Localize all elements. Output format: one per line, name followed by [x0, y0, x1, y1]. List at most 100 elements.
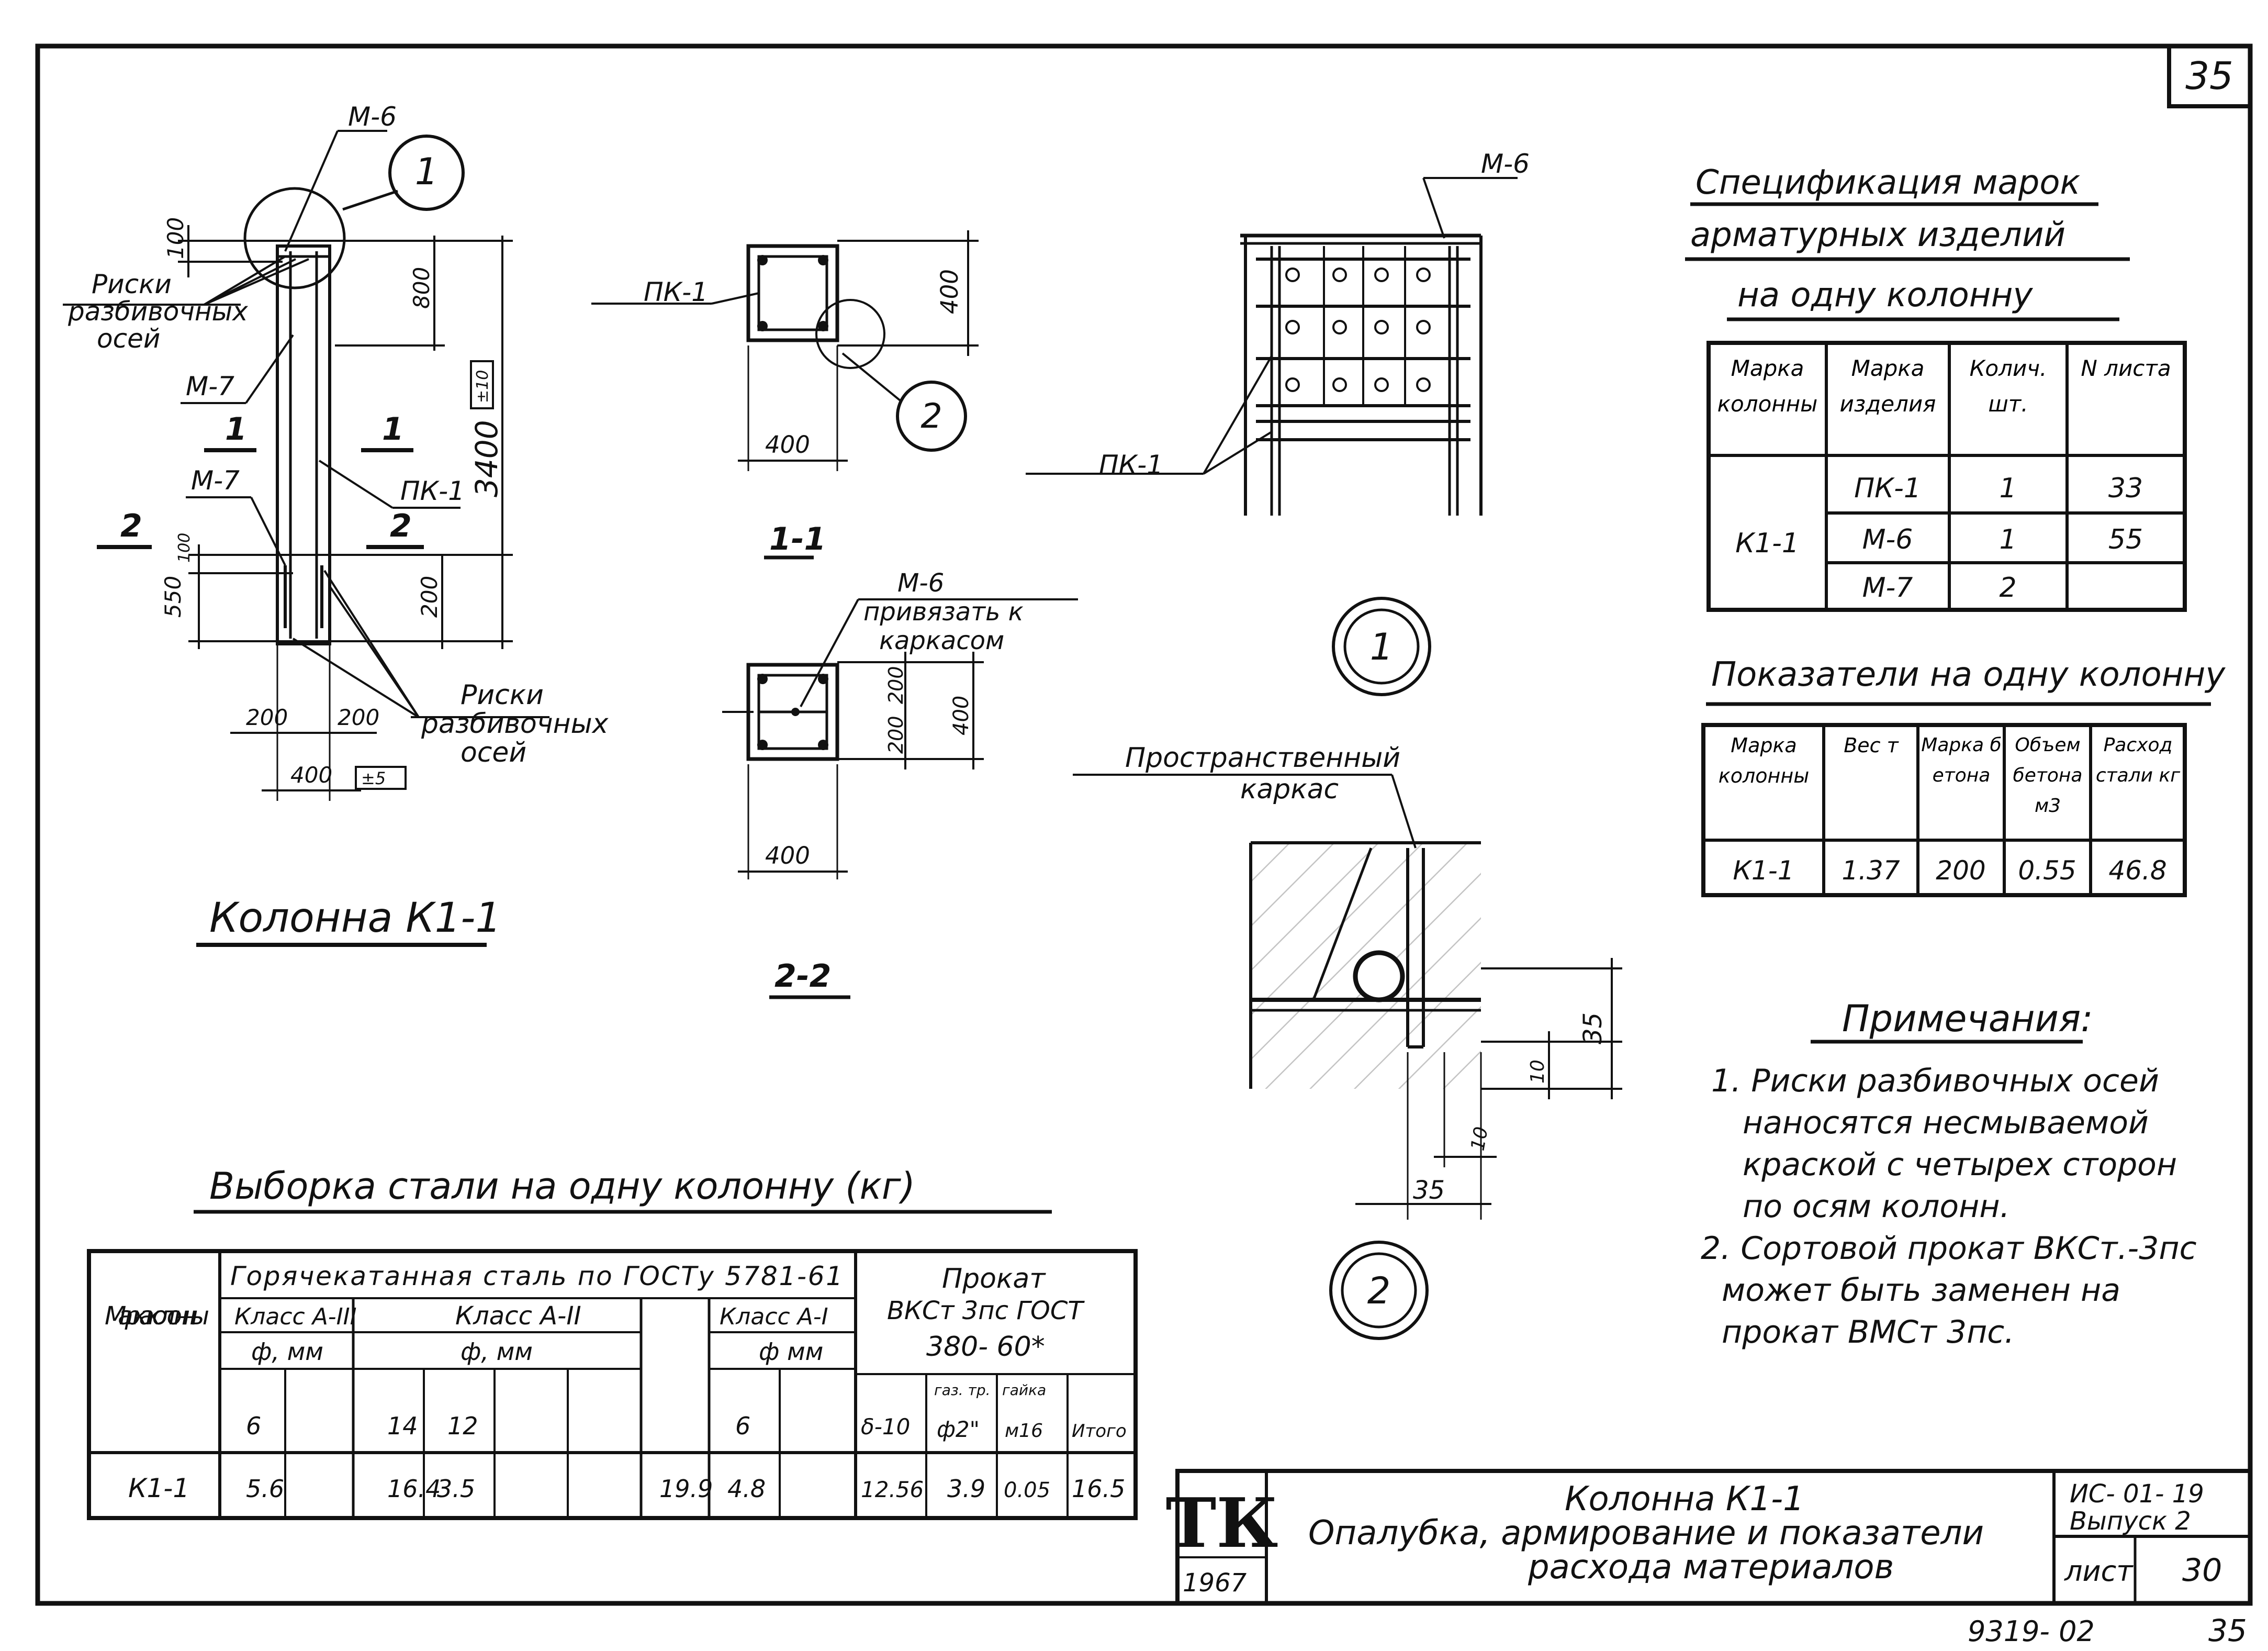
note-line-1: 1. Риски разбивочных осей — [1711, 1063, 2159, 1099]
dim-100: 100 — [163, 217, 188, 259]
spec-table: Спецификация марок арматурных изделий на… — [1685, 163, 2187, 612]
steel-rolled-total: Итого — [1072, 1421, 1127, 1442]
dim-400-section-2-h: 400 — [765, 842, 810, 869]
steel-class-a1: Класс А-I — [720, 1303, 828, 1330]
ind-header-concrete-grade: Марка бетона — [1921, 734, 2002, 786]
steel-table: Выборка стали на одну колонну (кг) Марка… — [87, 1165, 1138, 1520]
riski-lower-2: разбивочных — [421, 708, 609, 740]
ind-value-weight: 1.37 — [1842, 855, 1900, 886]
spec-row-2-item: М-6 — [1862, 524, 1913, 555]
steel-val-pipe: 3.9 — [947, 1475, 985, 1503]
ind-header-column-mark: Марка колонны — [1718, 734, 1810, 787]
spatial-frame-1: Пространственный — [1125, 742, 1400, 774]
note-line-3: краской с четырех сторон — [1743, 1146, 2177, 1183]
spatial-frame-2: каркас — [1240, 774, 1339, 805]
column-title: Колонна К1-1 — [209, 895, 501, 942]
riski-lower-1: Риски — [461, 679, 544, 711]
ind-header-steel: Расход стали кг — [2095, 734, 2181, 786]
section-1-1-title: 1-1 — [769, 521, 826, 557]
ind-value-volume: 0.55 — [2018, 855, 2076, 886]
title-sheet-value: 30 — [2182, 1552, 2222, 1589]
indicators-table: Показатели на одну колонну Марка колонны… — [1701, 655, 2226, 897]
riski-upper-1: Риски — [92, 269, 172, 299]
steel-phi-a1: ф мм — [759, 1337, 823, 1366]
steel-rolled-delta: δ-10 — [861, 1414, 910, 1440]
steel-rolled-pipe-1: газ. тр. — [934, 1381, 991, 1399]
archive-number: 9319- 02 — [1968, 1615, 2095, 1648]
drawing-frame — [35, 43, 2253, 1606]
riski-upper-2: разбивочных — [68, 296, 248, 327]
title-sheet-label: лист — [2064, 1555, 2134, 1588]
dim-35-vertical: 35 — [1578, 1012, 1608, 1044]
note-line-5: 2. Сортовой прокат ВКСт.-3пс — [1701, 1230, 2197, 1267]
note-line-2: наносятся несмываемой — [1743, 1105, 2149, 1141]
spec-row-2-sheet: 55 — [2108, 524, 2143, 555]
title-series: ИС- 01- 19 — [2070, 1479, 2204, 1509]
steel-phi-a3: ф, мм — [251, 1337, 323, 1366]
notes-title: Примечания: — [1842, 997, 2093, 1040]
title-line-3: расхода материалов — [1528, 1548, 1894, 1587]
dim-3400: 3400 — [469, 420, 504, 497]
ind-value-mark: К1-1 — [1733, 855, 1794, 886]
riski-lower-3: осей — [461, 737, 526, 768]
label-pk1-section: ПК-1 — [644, 277, 708, 307]
section-2-2-title: 2-2 — [774, 958, 831, 995]
spec-row-3-qty: 2 — [1999, 572, 2016, 604]
steel-val-delta: 12.56 — [861, 1477, 924, 1502]
steel-class-a2: Класс А-II — [455, 1301, 581, 1331]
steel-dia-a2-14: 14 — [387, 1412, 418, 1440]
section-1-1: 2 ПК-1 400 400 1-1 — [591, 230, 979, 560]
steel-rolled-2: ВКСт 3пс ГОСТ — [887, 1296, 1085, 1325]
steel-val-a2-12: 3.5 — [437, 1475, 475, 1503]
steel-dia-a1-6: 6 — [735, 1412, 750, 1440]
privyazat-1: привязать к — [863, 597, 1024, 627]
label-m7-lower: М-7 — [191, 465, 240, 496]
section-mark-1-right: 1 — [382, 411, 404, 448]
column-elevation: 1 М-6 Риски разбивочных осей М-7 1 1 М-7… — [63, 102, 609, 947]
dim-400-section-1-h: 400 — [765, 431, 810, 459]
dim-400-section-1-v: 400 — [936, 269, 963, 314]
spec-title-2: арматурных изделий — [1690, 216, 2065, 254]
dim-10-vertical: 10 — [1527, 1059, 1548, 1084]
section-mark-1-left: 1 — [225, 411, 247, 448]
note-line-4: по осям колонн. — [1743, 1188, 2010, 1225]
steel-class-a3: Класс А-III — [234, 1303, 357, 1330]
label-m6-elevation: М-6 — [348, 102, 397, 132]
spec-title-3: на одну колонну — [1737, 276, 2033, 315]
detail-2-callout: 2 — [1367, 1269, 1391, 1312]
title-year: 1967 — [1183, 1568, 1247, 1598]
callout-1-label: 1 — [415, 150, 439, 193]
notes: Примечания: 1. Риски разбивочных осей на… — [1701, 997, 2197, 1351]
steel-col-mark: Марка колонны — [105, 1301, 209, 1331]
page-number-bottom: 35 — [2208, 1613, 2247, 1648]
title-issue: Выпуск 2 — [2070, 1507, 2191, 1536]
title-line-2: Опалубка, армирование и показатели — [1308, 1514, 1984, 1553]
steel-val-total: 16.5 — [1072, 1475, 1125, 1503]
spec-header-qty: Колич. шт. — [1969, 355, 2047, 417]
dim-200-right: 200 — [338, 705, 379, 730]
spec-header-item-mark: Марка изделия — [1839, 355, 1936, 417]
section-mark-2-left: 2 — [120, 508, 142, 544]
dim-800: 800 — [409, 267, 434, 309]
steel-row-mark: К1-1 — [128, 1473, 189, 1503]
callout-2-label: 2 — [920, 397, 942, 436]
spec-header-sheet: N листа — [2081, 355, 2171, 381]
steel-val-a1-6: 4.8 — [727, 1475, 766, 1503]
note-line-7: прокат ВМСт 3пс. — [1722, 1314, 2014, 1351]
label-m6-detail-1: М-6 — [1481, 149, 1530, 179]
dim-200-left: 200 — [246, 705, 288, 730]
dim-200-vertical: 200 — [417, 576, 442, 618]
dim-10-horizontal: 10 — [1467, 1125, 1492, 1152]
spec-title-1: Спецификация марок — [1696, 163, 2081, 202]
privyazat-2: каркасом — [879, 626, 1004, 655]
steel-title: Выборка стали на одну колонну (кг) — [209, 1165, 915, 1208]
dim-100-lower: 100 — [175, 533, 194, 563]
steel-rolled-nut-1: гайка — [1002, 1381, 1046, 1399]
spec-row-3-item: М-7 — [1862, 572, 1913, 604]
title-line-1: Колонна К1-1 — [1565, 1480, 1804, 1519]
steel-val-a3-6: 5.6 — [246, 1475, 284, 1503]
steel-rolled-3: 380- 60* — [926, 1331, 1045, 1363]
steel-rolled-1: Прокат — [942, 1263, 1046, 1295]
steel-dia-a2-12: 12 — [447, 1412, 478, 1440]
